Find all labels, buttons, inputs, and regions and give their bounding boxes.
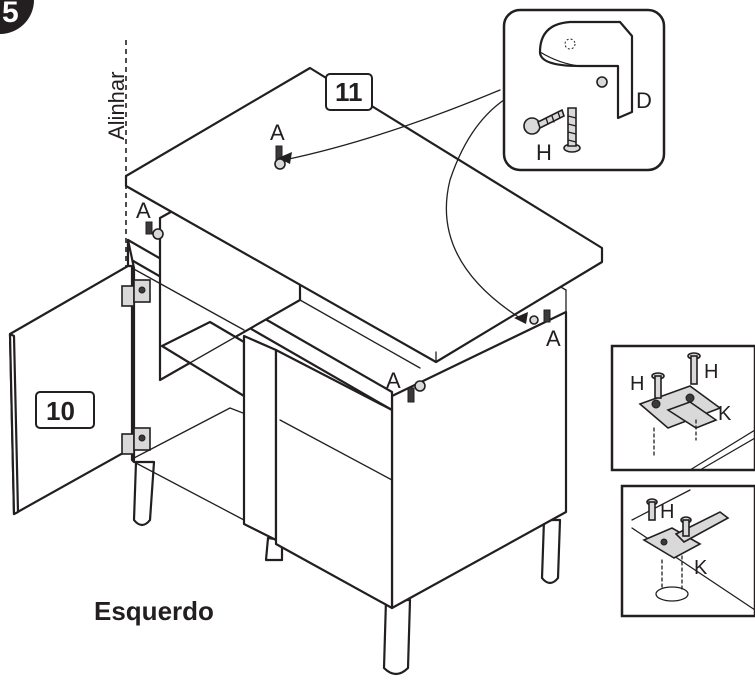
label-h-inset: H [536, 140, 552, 165]
label-a-front-right: A [386, 368, 401, 393]
side-label: Esquerdo [94, 596, 214, 626]
label-k-cup: K [694, 557, 708, 579]
label-h-plate-right: H [704, 361, 718, 383]
label-a-back-left: A [270, 120, 285, 145]
label-h-plate-left: H [630, 373, 644, 395]
align-label: Alinhar [104, 72, 129, 140]
right-side-panel [390, 310, 568, 610]
screw-icon [680, 516, 692, 537]
leader-line [283, 89, 501, 161]
leader-line [445, 95, 521, 319]
part-number-top-text: 11 [335, 77, 363, 107]
hinge-icon [121, 279, 151, 307]
label-k-plate: K [718, 403, 732, 425]
center-divider [242, 334, 278, 542]
step-badge: 5 [0, 0, 34, 34]
right-door [274, 348, 394, 610]
hinge-icon [121, 427, 151, 455]
part-number-top: 11 [325, 73, 373, 111]
label-a-front-left: A [136, 198, 151, 223]
left-door: 10 [8, 264, 151, 516]
label-a-back-right: A [546, 326, 561, 351]
inset-hinge-plate: H H K [610, 344, 755, 472]
cam-lock-icon [529, 309, 551, 325]
screw-icon [687, 352, 701, 385]
step-number: 5 [2, 0, 19, 29]
cam-lock-icon [407, 380, 426, 403]
screw-icon [563, 107, 581, 153]
label-h-cup: H [660, 501, 674, 523]
cam-lock-icon [145, 221, 164, 240]
part-number-door: 10 [46, 396, 75, 426]
hinge-plate-icon [638, 385, 722, 429]
screw-icon [651, 372, 665, 399]
label-d: D [636, 88, 652, 113]
screw-icon [646, 498, 658, 521]
screw-icon [523, 108, 565, 135]
inset-cam-detail: D H [502, 8, 666, 172]
inset-hinge-cup: H K [620, 484, 755, 618]
